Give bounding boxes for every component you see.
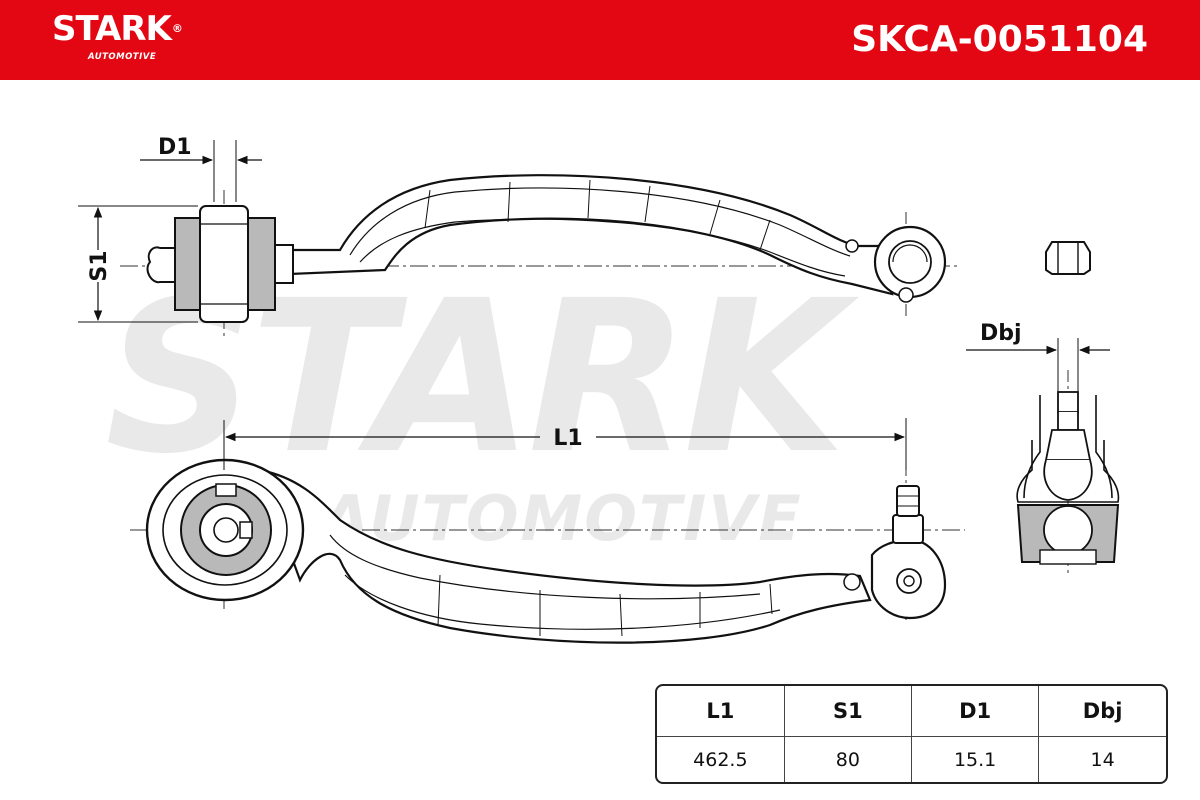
spec-value-l1: 462.5 xyxy=(693,748,748,771)
control-arm-side-view xyxy=(130,418,965,644)
dimension-s1: S1 xyxy=(78,205,198,323)
d1-label: D1 xyxy=(158,135,192,160)
brand-registered: ® xyxy=(171,22,183,35)
spec-value-d1: 15.1 xyxy=(910,736,1039,782)
brand-name: STARK xyxy=(52,9,172,49)
dbj-label: Dbj xyxy=(980,321,1022,346)
spec-header-s1: S1 xyxy=(783,686,912,737)
technical-drawing: STARK AUTOMOTIVE D1 xyxy=(78,135,1120,644)
spec-header-d1: D1 xyxy=(910,686,1039,737)
spec-header-l1: L1 xyxy=(657,686,785,737)
ball-joint-detail xyxy=(1016,370,1120,575)
spec-header-dbj: Dbj xyxy=(1038,686,1166,737)
brand-subtitle: AUTOMOTIVE xyxy=(88,52,157,62)
l1-label: L1 xyxy=(553,426,582,451)
part-number: SKCA-0051104 xyxy=(851,19,1148,60)
dimension-d1: D1 xyxy=(140,135,262,202)
specs-table: L1 S1 D1 Dbj 462.5 80 15.1 14 xyxy=(655,684,1168,784)
spec-value-dbj: 14 xyxy=(1038,736,1166,782)
specs-header-row: L1 S1 D1 Dbj xyxy=(657,686,1166,737)
watermark-automotive: AUTOMOTIVE xyxy=(317,482,803,555)
dimension-l1: L1 xyxy=(223,418,907,470)
s1-label: S1 xyxy=(87,250,112,281)
header-bar: STARK® AUTOMOTIVE SKCA-0051104 xyxy=(0,0,1200,80)
spec-value-s1: 80 xyxy=(783,736,912,782)
dimension-dbj: Dbj xyxy=(966,321,1110,394)
specs-value-row: 462.5 80 15.1 14 xyxy=(657,736,1166,782)
brand-logo: STARK® xyxy=(52,10,183,48)
castle-nut xyxy=(1045,241,1091,275)
control-arm-top-view xyxy=(120,174,960,340)
